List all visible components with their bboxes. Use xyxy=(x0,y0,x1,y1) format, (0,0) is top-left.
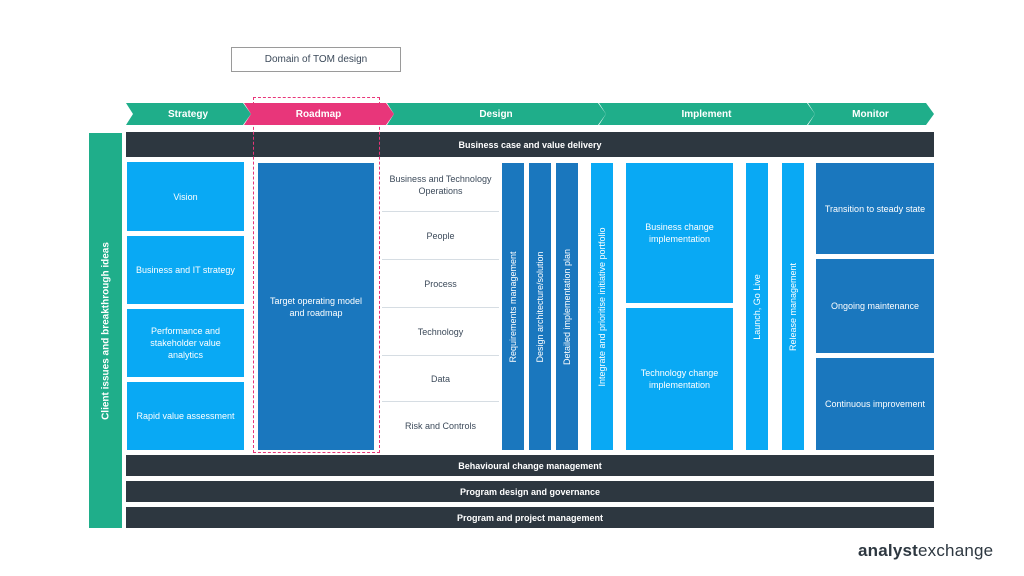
sidebar-label: Client issues and breakthrough ideas xyxy=(100,241,111,420)
design-list: Business and Technology Operations Peopl… xyxy=(382,158,499,450)
implementation-plan-bar: Detailed implementation plan xyxy=(556,163,578,450)
launch-label: Launch, Go Live xyxy=(752,273,762,340)
design-architecture-label: Design architecture/solution xyxy=(535,250,545,363)
phase-arrow-roadmap xyxy=(244,103,394,125)
launch-bar: Launch, Go Live xyxy=(746,163,768,450)
logo-regular: exchange xyxy=(918,541,994,560)
phase-implement: Implement xyxy=(681,108,732,120)
release-label: Release management xyxy=(788,262,798,351)
phase-arrow-design xyxy=(387,103,606,125)
business-change-box: Business change implementation xyxy=(626,163,733,303)
strategy-performance: Performance and stakeholder value analyt… xyxy=(127,309,244,377)
implementation-plan-label: Detailed implementation plan xyxy=(562,248,572,365)
phase-arrow-implement xyxy=(599,103,815,125)
requirements-label: Requirements management xyxy=(508,250,518,363)
client-issues-sidebar: Client issues and breakthrough ideas xyxy=(89,133,122,528)
phase-arrow-monitor xyxy=(808,103,934,125)
monitor-transition: Transition to steady state xyxy=(816,163,934,254)
roadmap-box: Target operating model and roadmap xyxy=(258,163,374,450)
analystexchange-logo: analystexchange xyxy=(858,541,993,561)
phase-roadmap: Roadmap xyxy=(295,108,342,120)
integrate-bar: Integrate and prioritise initiative port… xyxy=(591,163,613,450)
business-case-bar: Business case and value delivery xyxy=(126,132,934,157)
requirements-management-bar: Requirements management xyxy=(502,163,524,450)
phase-strategy: Strategy xyxy=(167,108,208,120)
program-project-bar: Program and project management xyxy=(126,507,934,528)
monitor-continuous: Continuous improvement xyxy=(816,358,934,450)
integrate-label: Integrate and prioritise initiative port… xyxy=(597,226,607,387)
callout-box: Domain of TOM design xyxy=(231,47,401,72)
design-item-data: Data xyxy=(382,356,499,402)
design-item-risk: Risk and Controls xyxy=(404,421,477,431)
logo-bold: analyst xyxy=(858,541,918,560)
design-item-operations: Business and Technology Operations xyxy=(382,158,499,212)
strategy-rapid-value: Rapid value assessment xyxy=(127,382,244,450)
monitor-ongoing: Ongoing maintenance xyxy=(816,259,934,353)
design-item-process: Process xyxy=(382,260,499,308)
phase-design: Design xyxy=(479,108,513,120)
program-design-bar: Program design and governance xyxy=(126,481,934,502)
strategy-business-it: Business and IT strategy xyxy=(127,236,244,304)
technology-change-box: Technology change implementation xyxy=(626,308,733,450)
strategy-vision: Vision xyxy=(127,162,244,231)
design-item-technology: Technology xyxy=(382,308,499,356)
behavioural-change-bar: Behavioural change management xyxy=(126,455,934,476)
phase-monitor: Monitor xyxy=(852,108,889,120)
design-item-people: People xyxy=(382,212,499,260)
tom-domain-dashed-box xyxy=(253,97,380,453)
phase-arrow-strategy xyxy=(126,103,251,125)
design-architecture-bar: Design architecture/solution xyxy=(529,163,551,450)
release-bar: Release management xyxy=(782,163,804,450)
